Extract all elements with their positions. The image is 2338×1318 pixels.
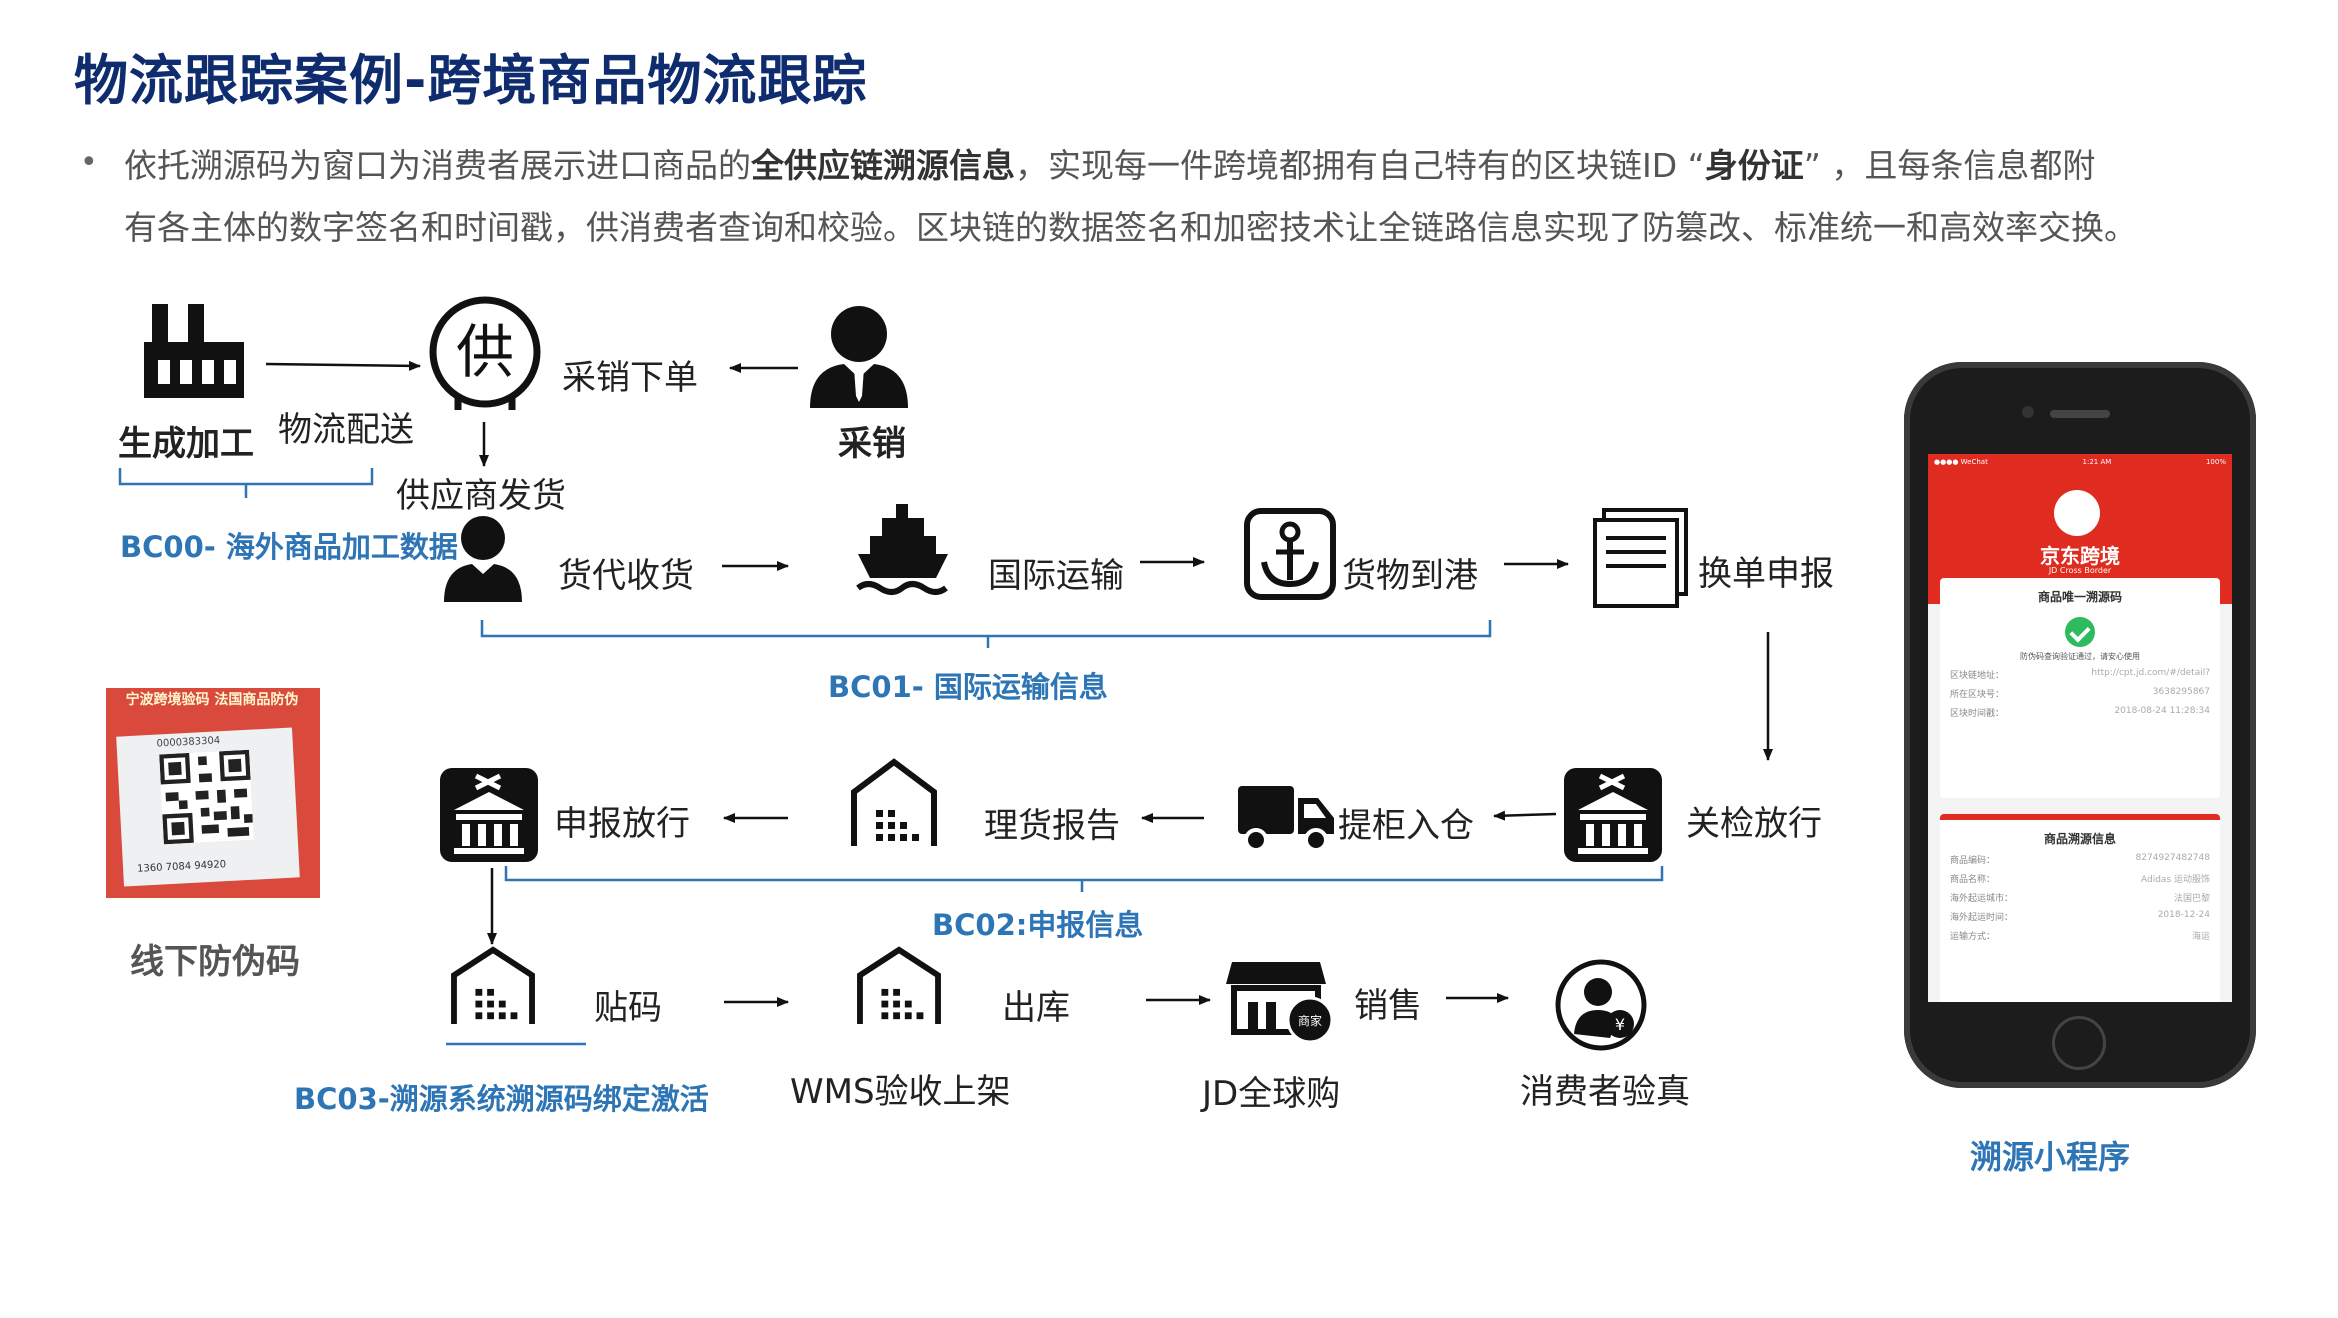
bullet: • (80, 145, 98, 180)
bracket-bc00 (118, 468, 374, 498)
customs-declare-icon (440, 768, 538, 862)
purchaser-icon (810, 306, 908, 408)
status-battery: 100% (2205, 458, 2226, 466)
consumer-badge: ¥ (1615, 1015, 1625, 1034)
intro-highlight: 全供应链溯源信息 (751, 146, 1015, 185)
label-intl-transport: 国际运输 (988, 556, 1124, 596)
phone-home-button (2052, 1016, 2106, 1070)
qr-sticker: 0000383304 1360 7084 94920 (116, 727, 300, 887)
bc02-label: BC02:申报信息 (932, 908, 1144, 942)
card-title: 商品唯一溯源码 (2037, 590, 2122, 604)
intro-text: ” ，且每条信息都附 (1803, 146, 2096, 185)
label-outbound: 出库 (1002, 988, 1070, 1028)
label-production: 生成加工 (118, 424, 254, 464)
bc01-label: BC01- 国际运输信息 (828, 670, 1108, 704)
bracket-bc01 (480, 620, 1492, 648)
label-declare-release: 申报放行 (554, 804, 690, 844)
info-row: 商品名称：Adidas 运动服饰 (1950, 875, 2210, 885)
label-label-code: 贴码 (594, 988, 662, 1028)
anti-counterfeit-qr-photo: 宁波跨境验码 法国商品防伪 0000383304 1360 7084 94920 (106, 688, 320, 898)
info-row: 区块时间戳：2018-08-24 11:28:34 (1950, 706, 2210, 719)
info-row: 所在区块号：3638295867 (1950, 687, 2210, 700)
page-title: 物流跟踪案例-跨境商品物流跟踪 (74, 49, 868, 112)
label-pickup-warehouse: 提柜入仓 (1338, 806, 1474, 846)
document-icon (1593, 508, 1688, 608)
qr-code-icon (159, 749, 254, 845)
check-icon (2065, 617, 2095, 647)
brand-logo (2054, 490, 2100, 536)
label-sales: 销售 (1354, 986, 1422, 1026)
intro-highlight: 身份证 (1704, 146, 1804, 185)
info-row: 运输方式：海运 (1950, 932, 2210, 942)
supplier-icon: 供 (429, 296, 541, 410)
intro-text: 依托溯源码为窗口为消费者展示进口商品的 (124, 146, 751, 185)
label-warehouse-icon (451, 946, 535, 1025)
info-row: 区块链地址：http://cpt.jd.com/#/detail? (1950, 668, 2210, 681)
phone-speaker (2050, 410, 2110, 418)
brand-name: 京东跨境 (2040, 544, 2120, 568)
intro-text: ，实现每一件跨境都拥有自己特有的区块链ID “ (1015, 146, 1705, 185)
consumer-icon: ¥ (1555, 959, 1647, 1051)
status-bar: ●●●● WeChat 1:21 AM 100% (1934, 458, 2226, 466)
factory-icon (144, 304, 244, 398)
qr-number: 0000383304 (156, 735, 221, 750)
label-wms: WMS验收上架 (790, 1072, 1011, 1112)
bc03-label: BC03-溯源系统溯源码绑定激活 (294, 1082, 709, 1116)
arrow-production-to-supplier (265, 360, 421, 371)
qr-sticker-text: 宁波跨境验码 法国商品防伪 (125, 692, 299, 708)
anchor-icon (1244, 508, 1336, 600)
warehouse-icon (851, 758, 937, 846)
label-logistics-delivery: 物流配送 (278, 410, 414, 450)
mini-program-screen: ●●●● WeChat 1:21 AM 100% 京东跨境 JD Cross B… (1928, 454, 2232, 1002)
truck-icon (1238, 786, 1334, 852)
arrow-release-to-pickup (1493, 810, 1557, 821)
info-row: 海外起运时间：2018-12-24 (1950, 910, 2210, 923)
trace-code-card: 商品唯一溯源码 防伪码查询验证通过，请安心使用 区块链地址：http://cpt… (1940, 578, 2220, 798)
bracket-bc02 (504, 866, 1664, 892)
phone-camera (2022, 406, 2034, 418)
brand-sub: JD Cross Border (2048, 566, 2112, 575)
qr-phone: 1360 7084 94920 (136, 859, 227, 875)
merchant-badge: 商家 (1298, 1013, 1322, 1028)
label-supplier-ship: 供应商发货 (396, 476, 566, 516)
label-arrive-port: 货物到港 (1342, 556, 1478, 596)
label-forwarder-receive: 货代收货 (558, 556, 694, 596)
label-mini-program: 溯源小程序 (1970, 1138, 2131, 1176)
bc00-label: BC00- 海外商品加工数据 (120, 530, 458, 564)
label-customs-release: 关检放行 (1686, 804, 1822, 844)
label-purchase: 采销 (838, 424, 906, 464)
trace-info-card: 商品溯源信息 商品编码：8274927482748 商品名称：Adidas 运动… (1940, 814, 2220, 1002)
supplier-char: 供 (456, 318, 514, 386)
customs-release-icon (1564, 768, 1662, 862)
label-jd-global: JD全球购 (1202, 1074, 1341, 1114)
intro-text: 有各主体的数字签名和时间戳，供消费者查询和校验。区块链的数据签名和加密技术让全链… (124, 208, 2137, 247)
info-row: 商品编码：8274927482748 (1950, 853, 2210, 866)
wms-warehouse-icon (857, 946, 941, 1025)
info-row: 海外起运城市：法国巴黎 (1950, 894, 2210, 904)
status-time: 1:21 AM (2082, 458, 2112, 466)
label-tally-report: 理货报告 (984, 806, 1120, 846)
forwarder-icon (444, 516, 522, 602)
label-declare-docs: 换单申报 (1698, 554, 1834, 594)
ship-icon (856, 504, 948, 595)
status-left: ●●●● WeChat (1934, 458, 1988, 466)
label-purchase-order: 采销下单 (562, 358, 698, 398)
label-offline-anticounterfeit: 线下防伪码 (130, 942, 300, 982)
label-consumer-verify: 消费者验真 (1520, 1072, 1690, 1112)
store-icon: 商家 (1226, 962, 1334, 1042)
card-title: 商品溯源信息 (2043, 832, 2116, 846)
verify-ok-text: 防伪码查询验证通过，请安心使用 (2020, 652, 2140, 661)
phone-mockup: ●●●● WeChat 1:21 AM 100% 京东跨境 JD Cross B… (1904, 362, 2256, 1088)
intro-paragraph: 依托溯源码为窗口为消费者展示进口商品的全供应链溯源信息，实现每一件跨境都拥有自己… (124, 135, 2274, 259)
